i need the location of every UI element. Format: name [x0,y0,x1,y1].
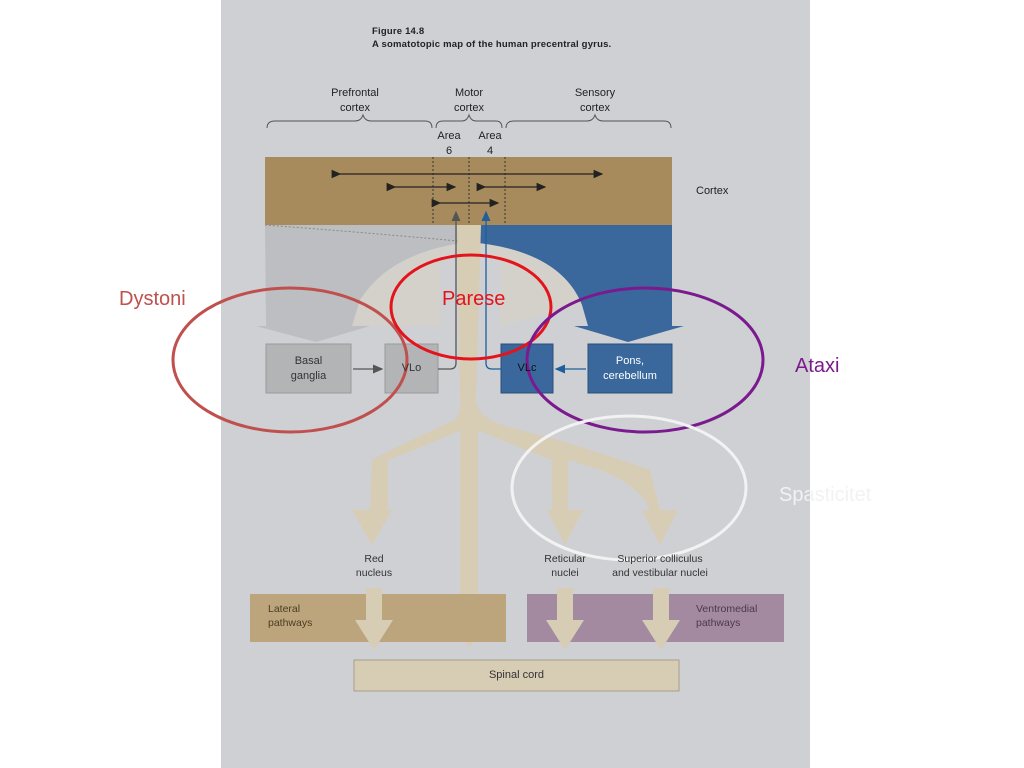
motor-cortex-label: Motor cortex [454,87,484,114]
descending-motor-trunk [352,225,678,648]
red-nucleus-label: Red nucleus [355,553,393,580]
vlc-to-area4-arrow [481,210,501,370]
vlc-label: VLc [517,362,537,375]
prefrontal-projection [256,225,469,342]
rubrospinal-arrow [355,588,393,650]
spinal-cord-box [353,659,680,692]
spasticitet-ellipse [510,414,748,562]
figure-title: Figure 14.8 [372,26,425,37]
ataxi-label: Ataxi [795,355,840,377]
dystoni-ellipse [171,286,409,434]
vlo-to-area6-arrow [438,210,461,370]
motor-projection [352,242,582,326]
parese-ellipse [389,253,553,361]
basal-ganglia-box [265,343,352,394]
reticulospinal-arrow [546,588,584,650]
superior-colliculus-label: Superior colliculus and vestibular nucle… [612,553,708,580]
sensory-cortex-label: Sensory cortex [574,87,616,114]
dystoni-label: Dystoni [119,288,186,310]
vestibulospinal-arrow [642,588,680,650]
prefrontal-cortex-label: Prefrontal cortex [331,87,379,114]
pons-cerebellum-label: Pons, cerebellum [603,354,657,382]
parese-label: Parese [442,288,506,310]
sensory-projection [469,225,684,342]
pons-box [587,343,673,394]
cortex-label: Cortex [696,185,729,197]
figure-subtitle: A somatotopic map of the human precentra… [372,39,612,50]
reticular-nuclei-label: Reticular nuclei [544,553,586,580]
spinal-cord-label: Spinal cord [488,669,545,682]
sensory-brace [505,113,672,129]
vlo-label: VLo [401,362,422,375]
prefrontal-brace [266,113,433,129]
spasticitet-label: Spasticitet [779,484,872,506]
lateral-pathways-label: Lateral pathways [268,603,313,630]
basal-ganglia-label: Basal ganglia [290,354,327,382]
area6-label: Area 6 [437,130,461,157]
ataxi-ellipse [525,286,765,434]
area4-label: Area 4 [478,130,502,157]
motor-brace [435,113,503,129]
ventromedial-pathways-label: Ventromedial pathways [696,603,758,630]
